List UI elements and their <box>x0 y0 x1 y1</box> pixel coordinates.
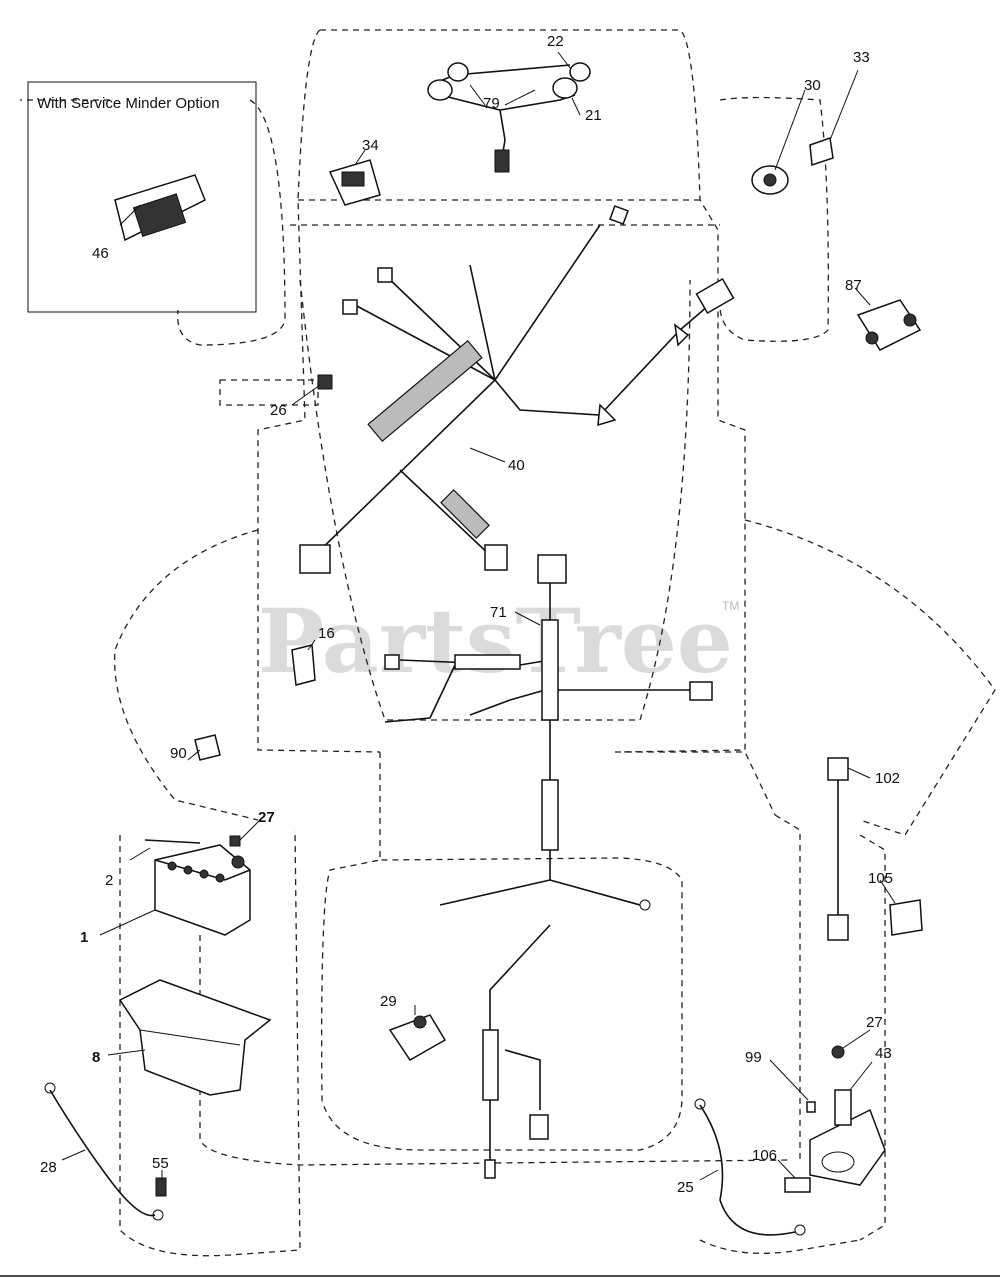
callout-106: 106 <box>752 1147 777 1164</box>
battery-cable-25 <box>694 1098 806 1236</box>
switch-105 <box>889 899 923 936</box>
lower-harness <box>482 924 551 1179</box>
starter-solenoid <box>856 299 922 351</box>
leader-lines <box>61 51 896 1181</box>
battery <box>144 835 251 936</box>
ignition-switch <box>751 136 834 195</box>
starter-motor <box>784 1045 886 1193</box>
callout-25: 25 <box>677 1179 694 1196</box>
service-minder-module <box>114 174 206 242</box>
callout-28: 28 <box>40 1159 57 1176</box>
callout-102: 102 <box>875 770 900 787</box>
option-box-title: With Service Minder Option <box>37 95 220 112</box>
callout-1: 1 <box>80 929 88 946</box>
callout-71: 71 <box>490 604 507 621</box>
seat-switch <box>291 644 316 686</box>
callout-40: 40 <box>508 457 525 474</box>
main-wiring-harness <box>299 205 735 574</box>
callout-99: 99 <box>745 1049 762 1066</box>
callout-29: 29 <box>380 993 397 1010</box>
callout-33: 33 <box>853 49 870 66</box>
callout-16: 16 <box>318 625 335 642</box>
bracket-90 <box>194 734 221 761</box>
pto-switch <box>388 1014 447 1061</box>
headlight-assembly <box>427 62 591 173</box>
callout-46: 46 <box>92 245 109 262</box>
callout-87: 87 <box>845 277 862 294</box>
callout-26: 26 <box>270 402 287 419</box>
callout-22: 22 <box>547 33 564 50</box>
callout-27-starter: 27 <box>866 1014 883 1031</box>
callout-79: 79 <box>483 95 500 112</box>
battery-tray <box>118 979 272 1096</box>
callout-55: 55 <box>152 1155 169 1172</box>
rear-wiring-harness <box>384 554 713 911</box>
callout-2: 2 <box>105 872 113 889</box>
callout-34: 34 <box>362 137 379 154</box>
service-minder-option-box <box>27 81 257 313</box>
callout-43: 43 <box>875 1045 892 1062</box>
callout-30: 30 <box>804 77 821 94</box>
callout-105: 105 <box>868 870 893 887</box>
callout-90: 90 <box>170 745 187 762</box>
switch-34 <box>328 159 381 206</box>
tractor-outline <box>20 29 996 1257</box>
harness-102 <box>827 757 849 941</box>
callout-8: 8 <box>92 1049 100 1066</box>
battery-cable-28 <box>44 1082 167 1221</box>
callout-27-battery: 27 <box>258 809 275 826</box>
callout-21: 21 <box>585 107 602 124</box>
watermark-trademark: TM <box>722 599 739 613</box>
watermark: PartsTree <box>258 589 733 693</box>
